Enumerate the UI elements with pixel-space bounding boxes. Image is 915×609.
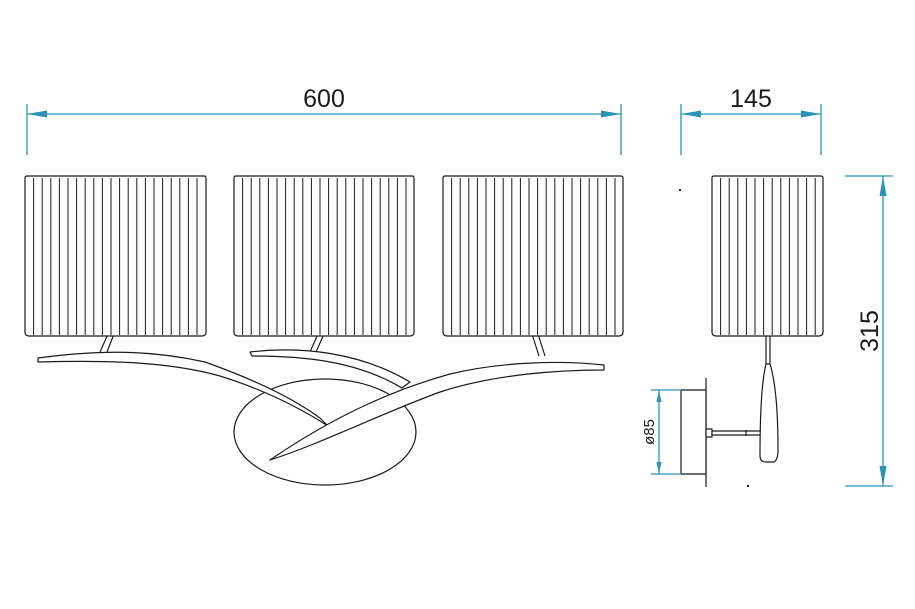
- shade-center-pleats: [242, 178, 407, 335]
- shade-side-pleats: [720, 178, 816, 335]
- arrow-height-top: [879, 176, 887, 196]
- arm-right: [269, 361, 605, 461]
- shade-left: [24, 175, 207, 337]
- mount-arm: [711, 430, 763, 436]
- arrow-depth-left: [681, 110, 701, 118]
- front-view: 600: [24, 85, 624, 486]
- dimension-width: 600: [26, 85, 622, 155]
- arrow-left: [27, 110, 47, 118]
- shade-left-pleats: [33, 178, 198, 335]
- arrow-plate-bottom: [656, 462, 662, 474]
- stem-right: [531, 333, 546, 357]
- dimension-backplate: ø85: [641, 389, 680, 475]
- reference-dot: [747, 485, 749, 487]
- shade-right-pleats: [451, 178, 616, 335]
- dimension-height: 315: [845, 175, 893, 487]
- shade-side: [711, 175, 824, 337]
- dimension-label-width: 600: [303, 85, 345, 113]
- stem-left: [99, 333, 115, 353]
- side-stem: [765, 336, 771, 364]
- arrow-right: [601, 110, 621, 118]
- dimension-label-plate: ø85: [641, 419, 658, 445]
- shade-center: [233, 175, 415, 337]
- arrow-depth-right: [801, 110, 821, 118]
- side-arm: [759, 363, 779, 463]
- arm-center: [249, 349, 411, 389]
- mount-cap: [705, 428, 713, 438]
- dimension-label-depth: 145: [730, 85, 772, 113]
- arrow-plate-top: [656, 390, 662, 402]
- dimension-label-height: 315: [856, 310, 884, 352]
- stem-center: [309, 333, 325, 353]
- shade-right: [442, 175, 624, 337]
- side-view: 145 315 ø85: [641, 85, 893, 487]
- arrow-height-bottom: [879, 466, 887, 486]
- backplate-side: [680, 389, 707, 475]
- reference-dot: [679, 189, 681, 191]
- dimension-depth: 145: [680, 85, 822, 155]
